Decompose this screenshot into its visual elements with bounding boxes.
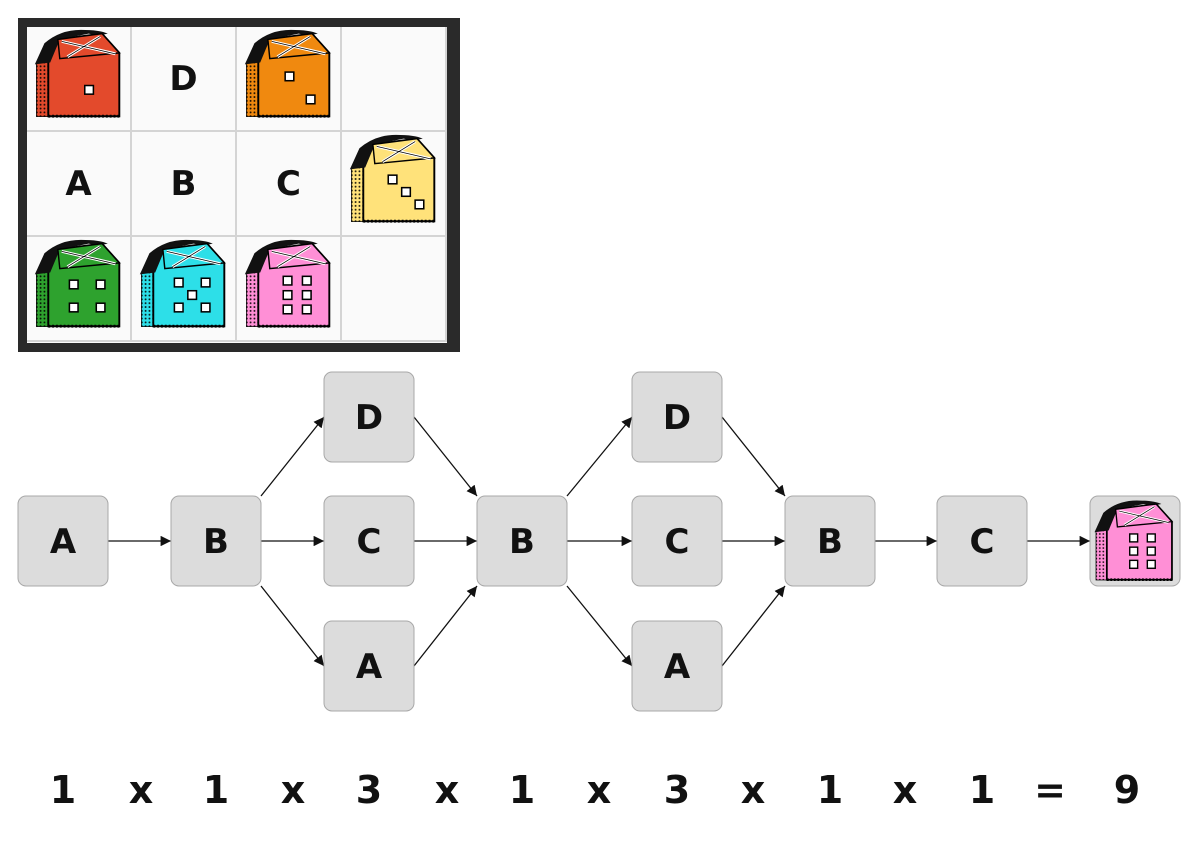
orange-barn-icon <box>241 26 337 131</box>
arrow-n1-n2 <box>260 416 325 497</box>
grid-cell-b: B <box>132 132 237 237</box>
arrow-n8-n9 <box>721 585 786 667</box>
node-box <box>323 371 415 463</box>
node-d: D <box>631 371 723 463</box>
node-a: A <box>17 495 109 587</box>
grid-cell-red-barn <box>27 27 132 132</box>
grid-cell-c: C <box>237 132 342 237</box>
grid-cell-d: D <box>132 27 237 132</box>
node-box <box>631 371 723 463</box>
node-c: C <box>936 495 1028 587</box>
grid-cell-green-barn <box>27 237 132 342</box>
grid-cell-empty <box>342 27 447 132</box>
cyan-barn-icon <box>136 236 232 341</box>
node-a: A <box>631 620 723 712</box>
grid-cell-orange-barn <box>237 27 342 132</box>
arrow-n5-n6 <box>566 416 633 497</box>
pink-barn-icon <box>1094 500 1174 582</box>
node-label: D <box>663 398 691 438</box>
grid-letter: D <box>169 58 198 99</box>
node-box <box>631 495 723 587</box>
equation-number: 1 <box>202 768 230 812</box>
node-box <box>323 495 415 587</box>
times-sign: x <box>128 768 154 812</box>
grid-cell-cyan-barn <box>132 237 237 342</box>
node-b: B <box>170 495 262 587</box>
arrow-n6-n9 <box>721 416 786 497</box>
node-label: B <box>817 522 843 562</box>
equation-number: 1 <box>816 768 844 812</box>
node-box <box>936 495 1028 587</box>
equation-number: 3 <box>355 768 383 812</box>
red-barn-icon <box>31 26 127 131</box>
node-label: C <box>970 522 995 562</box>
equation-number: 1 <box>49 768 77 812</box>
node-label: C <box>357 522 382 562</box>
node-box <box>631 620 723 712</box>
node-box <box>17 495 109 587</box>
barn-grid-frame: D A B C <box>18 18 460 352</box>
node-d: D <box>323 371 415 463</box>
node-b: B <box>784 495 876 587</box>
node-b: B <box>476 495 568 587</box>
equation-number: 1 <box>508 768 536 812</box>
yellow-barn-icon <box>346 131 442 236</box>
grid-letter: A <box>65 163 92 204</box>
grid-cell-empty <box>342 237 447 342</box>
pink-barn-icon <box>241 236 337 341</box>
node-box <box>784 495 876 587</box>
equation-number: 9 <box>1113 768 1141 812</box>
times-sign: x <box>434 768 460 812</box>
arrow-n2-n5 <box>413 416 478 497</box>
node-a: A <box>323 620 415 712</box>
arrow-n5-n8 <box>566 585 633 667</box>
equals-sign: = <box>1034 768 1066 812</box>
node-label: A <box>664 647 691 687</box>
node-label: A <box>356 647 383 687</box>
arrow-n4-n5 <box>413 585 478 667</box>
times-sign: x <box>586 768 612 812</box>
arrow-n1-n4 <box>260 585 325 667</box>
times-sign: x <box>280 768 306 812</box>
node-c: C <box>323 495 415 587</box>
green-barn-icon <box>31 236 127 341</box>
node-label: C <box>665 522 690 562</box>
node-label: D <box>355 398 383 438</box>
node-label: B <box>509 522 535 562</box>
node-box <box>323 620 415 712</box>
equation-number: 3 <box>663 768 691 812</box>
times-sign: x <box>740 768 766 812</box>
times-sign: x <box>892 768 918 812</box>
node-c: C <box>631 495 723 587</box>
grid-cell-a: A <box>27 132 132 237</box>
grid-cell-yellow-barn <box>342 132 447 237</box>
barn-grid: D A B C <box>27 27 447 343</box>
node-pink-barn <box>1089 495 1181 587</box>
grid-letter: B <box>170 163 197 204</box>
path-diagram: A B D C A B D C A B C <box>17 371 1181 712</box>
grid-letter: C <box>276 163 301 204</box>
node-box <box>170 495 262 587</box>
grid-cell-pink-barn <box>237 237 342 342</box>
node-box <box>476 495 568 587</box>
equation-number: 1 <box>968 768 996 812</box>
node-label: A <box>50 522 77 562</box>
node-label: B <box>203 522 229 562</box>
